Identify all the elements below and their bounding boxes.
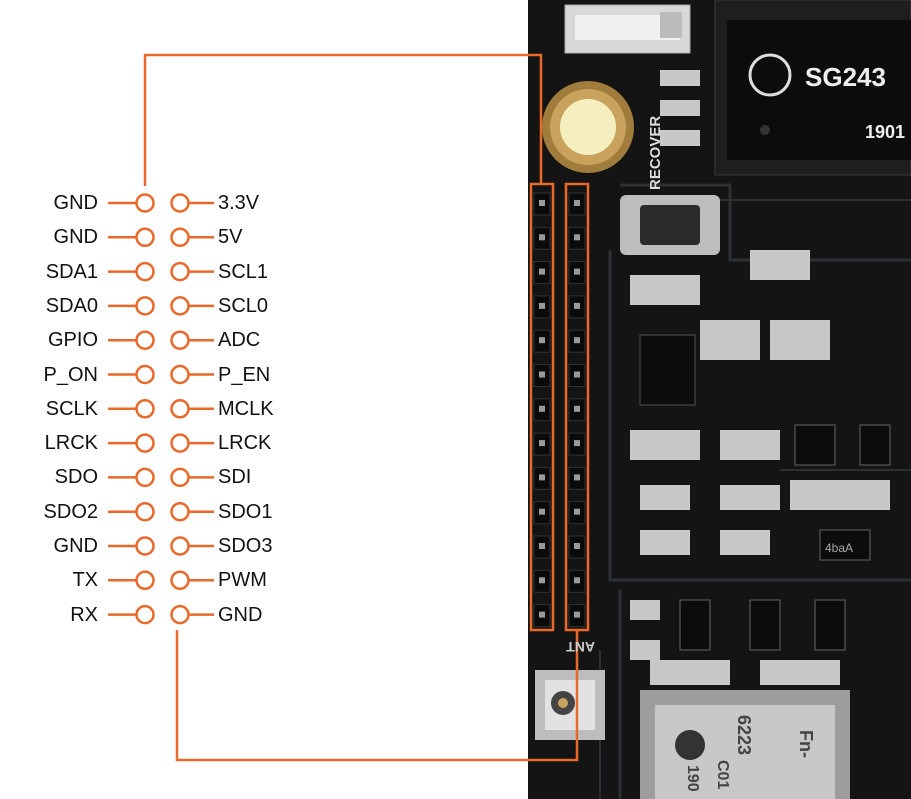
header-pin-pad — [574, 200, 580, 206]
left-pin-label: TX — [72, 569, 98, 592]
module-code-2: C01 — [714, 760, 731, 789]
header-pin-pad — [574, 543, 580, 549]
right-pin-circle — [170, 193, 190, 213]
right-pin-label: GND — [218, 603, 263, 626]
right-pin-circle — [170, 433, 190, 453]
left-pin-label: GPIO — [47, 329, 98, 352]
right-pin-label: P_EN — [218, 363, 271, 386]
pin-markers — [108, 193, 214, 625]
module-code-4: Fn- — [796, 730, 816, 758]
right-pin-circle — [170, 227, 190, 248]
header-pin-pad — [574, 405, 580, 412]
header-pin-pad — [574, 371, 580, 378]
header-pin-pad — [574, 474, 580, 481]
header-pin-pad — [539, 611, 545, 618]
header-pin-pad — [539, 405, 545, 412]
left-pin-circle — [135, 501, 155, 522]
right-pin-label: PWM — [218, 569, 267, 592]
pcb-board — [528, 0, 911, 799]
header-pin-pad — [574, 577, 580, 584]
left-pin-label: SDA1 — [45, 260, 98, 283]
right-pin-label: LRCK — [218, 432, 272, 455]
right-pin-circle — [170, 364, 190, 385]
antenna-label: ANT — [566, 639, 595, 655]
right-pin-circle — [170, 261, 190, 282]
header-pin-pad — [574, 440, 580, 447]
chip-code: 1901 — [865, 122, 905, 142]
right-column-leader-line — [175, 630, 579, 762]
header-pin-pad — [539, 508, 545, 515]
left-pin-circle — [135, 227, 155, 248]
right-pin-circle — [170, 570, 190, 591]
left-pin-circle — [135, 570, 155, 591]
right-pin-circle — [170, 467, 190, 488]
header-pin-pad — [539, 474, 545, 481]
header-pin-pad — [539, 268, 545, 275]
module-code-1: 6223 — [734, 715, 754, 755]
left-pin-circle — [135, 536, 155, 556]
right-pin-circle — [170, 330, 190, 350]
ic-label: 4baA — [825, 541, 853, 555]
header-pin-pad — [539, 337, 545, 344]
left-pin-circle — [135, 193, 155, 213]
header-pin-pad — [539, 577, 545, 584]
header-pin-pad — [574, 508, 580, 515]
right-pin-label: SDO1 — [218, 500, 273, 523]
right-pin-circle — [170, 501, 190, 522]
right-pin-label: SCL1 — [218, 260, 269, 283]
right-pin-circle — [170, 604, 190, 625]
recover-label: RECOVER — [647, 116, 664, 190]
right-pin-circle — [170, 296, 190, 316]
right-pin-label: MCLK — [218, 397, 274, 420]
left-pin-label: SDA0 — [45, 294, 98, 317]
left-pin-label: GND — [53, 226, 98, 249]
header-pin-pad — [574, 302, 580, 309]
left-column-leader-line — [143, 53, 543, 186]
header-pin-pad — [539, 234, 545, 241]
header-pin-pad — [539, 200, 545, 206]
right-pin-circle — [170, 536, 190, 556]
header-pin-pad — [574, 611, 580, 618]
header-pin-pad — [539, 302, 545, 309]
left-pin-label: LRCK — [44, 432, 98, 455]
right-pin-label: SDI — [218, 466, 252, 489]
right-pin-label: SCL0 — [218, 294, 269, 317]
left-pin-label: GND — [53, 535, 98, 557]
module-code-3: 190 — [684, 765, 701, 792]
left-pin-circle — [135, 433, 155, 453]
left-pin-circle — [135, 604, 155, 625]
header-pin-pad — [539, 371, 545, 378]
right-pin-label: 3.3V — [218, 192, 260, 214]
left-pin-circle — [135, 330, 155, 350]
pin-header — [533, 192, 586, 628]
header-pin-pad — [539, 440, 545, 447]
left-pin-label: SCLK — [45, 397, 98, 420]
header-pin-pad — [574, 337, 580, 344]
header-pin-pad — [574, 268, 580, 275]
right-pin-label: ADC — [218, 329, 261, 352]
left-pin-label: RX — [70, 603, 98, 626]
left-pin-label: SDO2 — [43, 500, 98, 523]
left-pin-circle — [135, 261, 155, 282]
left-pin-circle — [135, 399, 155, 419]
header-pin-pad — [574, 234, 580, 241]
header-pin-pad — [539, 543, 545, 549]
right-pin-label: 5V — [218, 226, 243, 249]
chip-label: SG243 — [805, 62, 886, 92]
left-pin-label: SDO — [54, 466, 98, 489]
right-pin-label: SDO3 — [218, 535, 273, 557]
left-pin-circle — [135, 296, 155, 316]
left-pin-circle — [135, 467, 155, 488]
left-pin-label: P_ON — [43, 363, 98, 386]
left-pin-label: GND — [53, 192, 98, 214]
left-pin-circle — [135, 364, 155, 385]
right-pin-circle — [170, 399, 190, 419]
